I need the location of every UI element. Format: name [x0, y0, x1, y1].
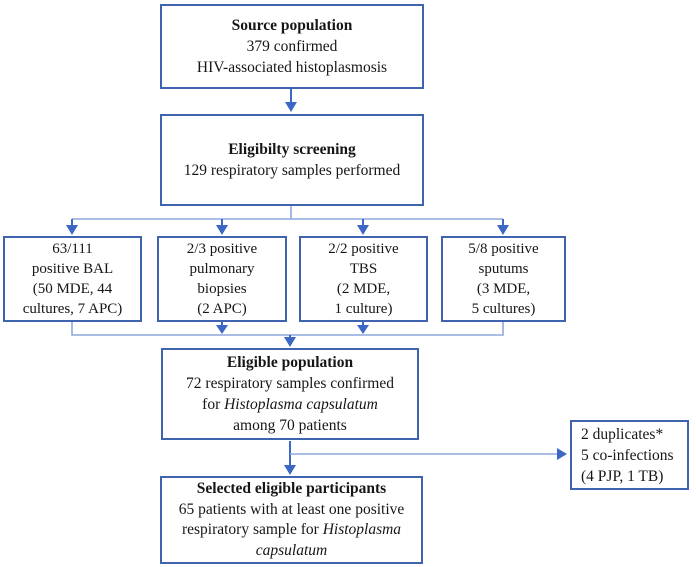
eligibility-screening-line: 129 respiratory samples performed — [183, 162, 401, 179]
box-eligibility-screening: Eligibilty screening 129 respiratory sam… — [160, 114, 424, 206]
positive-bal-line: 63/111 — [52, 241, 93, 257]
connector-merge-line — [71, 322, 504, 336]
arrowhead-source-to-screening — [285, 102, 297, 112]
exclusions-line: 5 co-infections — [581, 446, 674, 464]
positive-tbs-line: 2/2 positive — [328, 241, 399, 257]
species-name: Histoplasma — [322, 521, 402, 538]
arrowhead-biopsies-to-merge — [216, 325, 228, 334]
selected-participants-title: Selected eligible participants — [196, 480, 387, 497]
source-population-line: 379 confirmed — [246, 38, 338, 55]
eligible-population-line: for Histoplasma capsulatum — [202, 396, 378, 413]
box-eligible-population: Eligible population 72 respiratory sampl… — [161, 348, 419, 440]
exclusions-line: (4 PJP, 1 TB) — [581, 467, 664, 485]
positive-bal-line: positive BAL — [31, 261, 114, 277]
eligibility-screening-title: Eligibilty screening — [228, 141, 356, 158]
arrowhead-eligible-to-selected — [284, 465, 296, 475]
source-population-title: Source population — [231, 17, 353, 34]
arrowhead-branch-to-biopsies — [216, 225, 228, 235]
box-source-population: Source population 379 confirmed HIV-asso… — [160, 4, 424, 89]
eligible-population-line: among 70 patients — [233, 417, 347, 434]
source-population-line: HIV-associated histoplasmosis — [196, 59, 388, 76]
box-positive-bal: 63/111 positive BAL (50 MDE, 44 cultures… — [3, 236, 142, 322]
pulmonary-biopsies-line: (2 APC) — [197, 301, 247, 317]
positive-sputums-line: (3 MDE, — [476, 281, 531, 297]
box-selected-participants: Selected eligible participants 65 patien… — [160, 476, 423, 564]
positive-bal-line: (50 MDE, 44 — [32, 281, 113, 297]
positive-sputums-line: 5 cultures) — [471, 301, 536, 317]
positive-tbs-line: TBS — [349, 261, 378, 277]
positive-sputums-line: 5/8 positive — [468, 241, 539, 257]
positive-tbs-line: 1 culture) — [334, 301, 393, 317]
box-pulmonary-biopsies: 2/3 positive pulmonary biopsies (2 APC) — [157, 236, 287, 322]
box-positive-sputums: 5/8 positive sputums (3 MDE, 5 cultures) — [441, 236, 566, 322]
arrowhead-merge-to-eligible — [284, 337, 296, 347]
exclusions-line: 2 duplicates* — [581, 425, 664, 443]
eligible-population-title: Eligible population — [226, 354, 354, 371]
box-positive-tbs: 2/2 positive TBS (2 MDE, 1 culture) — [299, 236, 428, 322]
selected-participants-line: capsulatum — [255, 541, 328, 559]
pulmonary-biopsies-line: biopsies — [197, 281, 247, 297]
eligible-population-line: 72 respiratory samples confirmed — [186, 375, 394, 392]
arrowhead-eligible-to-exclusions — [557, 448, 567, 460]
arrowhead-branch-to-tbs — [357, 225, 369, 235]
arrowhead-tbs-to-merge — [357, 325, 369, 334]
arrowhead-branch-to-bal — [66, 225, 78, 235]
positive-tbs-line: (2 MDE, — [336, 281, 391, 297]
species-name: Histoplasma capsulatum — [224, 396, 378, 413]
positive-sputums-line: sputums — [478, 261, 529, 277]
selected-participants-line: respiratory sample for Histoplasma — [181, 521, 402, 538]
box-exclusions: 2 duplicates* 5 co-infections (4 PJP, 1 … — [570, 420, 689, 490]
arrowhead-branch-to-sputums — [497, 225, 509, 235]
pulmonary-biopsies-line: 2/3 positive — [186, 241, 258, 257]
pulmonary-biopsies-line: pulmonary — [189, 261, 255, 277]
positive-bal-line: cultures, 7 APC) — [22, 301, 123, 317]
selected-participants-line: 65 patients with at least one positive — [178, 500, 405, 518]
